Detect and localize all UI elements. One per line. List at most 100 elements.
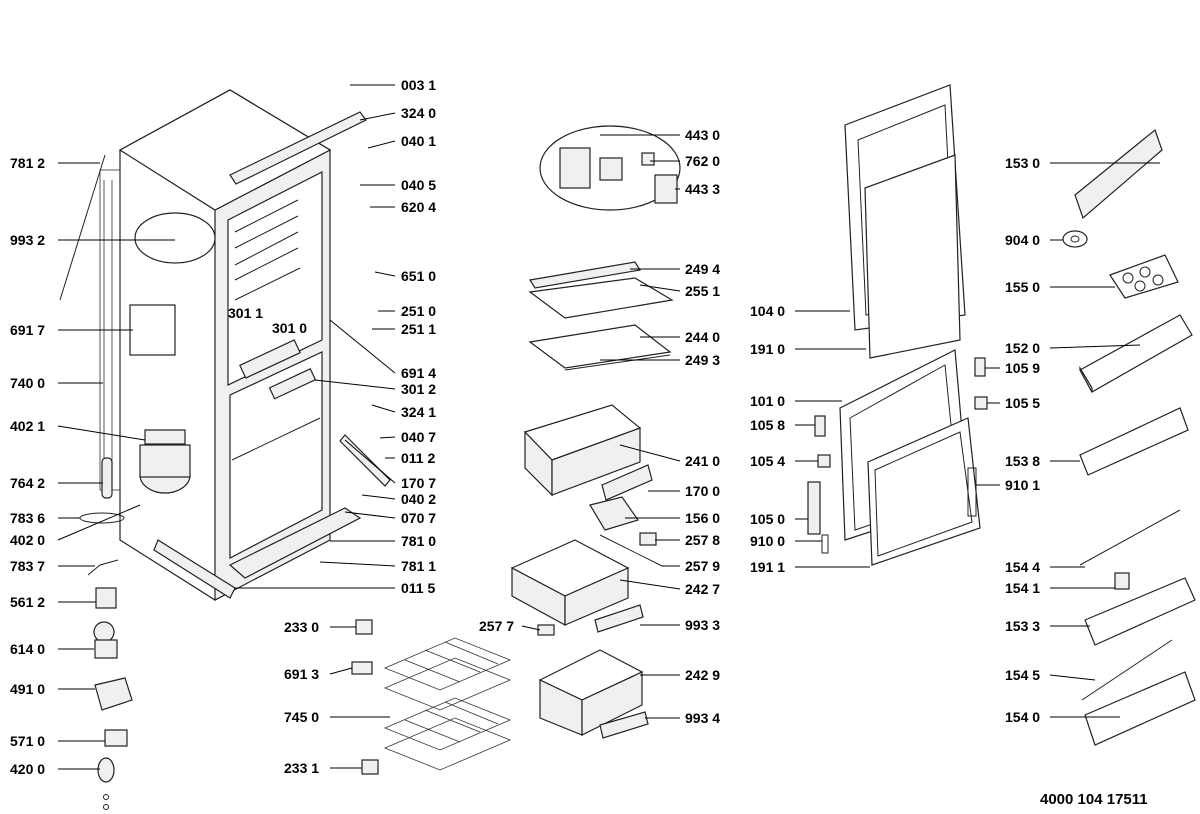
callout-label: 154 1 <box>1005 580 1040 596</box>
callout-label: 443 3 <box>685 181 720 197</box>
callout-label: 251 1 <box>401 321 436 337</box>
callout-label: 040 2 <box>401 491 436 507</box>
callout-label: 324 1 <box>401 404 436 420</box>
callout-label: 764 2 <box>10 475 45 491</box>
leader-line <box>379 436 396 439</box>
callout-label: 402 0 <box>10 532 45 548</box>
callout-label: 745 0 <box>284 709 319 725</box>
leader-line <box>367 140 396 149</box>
callout-label: 249 3 <box>685 352 720 368</box>
callout-label: 324 0 <box>401 105 436 121</box>
callout-label: 153 0 <box>1005 155 1040 171</box>
leader-line <box>319 561 396 567</box>
leader-line <box>344 511 396 519</box>
doors-drawing <box>807 84 988 566</box>
callout-label: 571 0 <box>10 733 45 749</box>
callout-label: 101 0 <box>750 393 785 409</box>
callout-label: 561 2 <box>10 594 45 610</box>
callout-label: 257 9 <box>685 558 720 574</box>
callout-label: 242 7 <box>685 581 720 597</box>
callout-label: 170 0 <box>685 483 720 499</box>
callout-label: 153 8 <box>1005 453 1040 469</box>
callout-label: 301 2 <box>401 381 436 397</box>
callout-label: 781 1 <box>401 558 436 574</box>
center-parts <box>351 125 681 775</box>
callout-label: 255 1 <box>685 283 720 299</box>
callout-label: 301 0 <box>272 320 307 336</box>
callout-label: 783 7 <box>10 558 45 574</box>
callout-label: 155 0 <box>1005 279 1040 295</box>
callout-label: 251 0 <box>401 303 436 319</box>
cabinet-drawing <box>59 89 391 601</box>
callout-label: 691 4 <box>401 365 436 381</box>
callout-label: 104 0 <box>750 303 785 319</box>
callout-label: 153 3 <box>1005 618 1040 634</box>
callout-label: 156 0 <box>685 510 720 526</box>
leader-line <box>57 504 141 541</box>
callout-label: 105 9 <box>1005 360 1040 376</box>
callout-label: 233 0 <box>284 619 319 635</box>
leader-line <box>371 404 396 413</box>
callout-label: 993 4 <box>685 710 720 726</box>
leader-line <box>639 284 681 292</box>
leader-line <box>374 271 396 277</box>
callout-label: 154 4 <box>1005 559 1040 575</box>
callout-label: 762 0 <box>685 153 720 169</box>
callout-label: 170 7 <box>401 475 436 491</box>
callout-label: 910 0 <box>750 533 785 549</box>
callout-label: 691 3 <box>284 666 319 682</box>
callout-label: 491 0 <box>10 681 45 697</box>
callout-label: 257 7 <box>479 618 514 634</box>
leader-line <box>329 667 353 675</box>
callout-labels: 781 2 993 2 691 7 740 0 402 1 764 2 783 … <box>10 77 1148 808</box>
callout-label: 105 5 <box>1005 395 1040 411</box>
leader-lines <box>57 84 1160 770</box>
leader-line <box>619 579 681 590</box>
leader-line <box>57 425 146 441</box>
callout-label: 402 1 <box>10 418 45 434</box>
callout-label: 152 0 <box>1005 340 1040 356</box>
callout-label: 105 0 <box>750 511 785 527</box>
callout-label: 910 1 <box>1005 477 1040 493</box>
leader-line <box>521 625 541 631</box>
callout-label: 904 0 <box>1005 232 1040 248</box>
callout-label: 443 0 <box>685 127 720 143</box>
callout-label: 040 1 <box>401 133 436 149</box>
callout-label: 244 0 <box>685 329 720 345</box>
callout-label: 040 7 <box>401 429 436 445</box>
callout-label: 070 7 <box>401 510 436 526</box>
callout-label: 040 5 <box>401 177 436 193</box>
callout-label: 154 0 <box>1005 709 1040 725</box>
callout-label: 154 5 <box>1005 667 1040 683</box>
leader-line <box>361 494 396 500</box>
leader-line <box>314 379 396 390</box>
callout-label: 003 1 <box>401 77 436 93</box>
callout-label: 781 2 <box>10 155 45 171</box>
callout-label: 105 4 <box>750 453 785 469</box>
callout-label: 781 0 <box>401 533 436 549</box>
callout-label: 740 0 <box>10 375 45 391</box>
callout-label: 249 4 <box>685 261 720 277</box>
callout-label: 191 0 <box>750 341 785 357</box>
callout-label: 993 3 <box>685 617 720 633</box>
callout-label: 651 0 <box>401 268 436 284</box>
leader-line <box>1049 344 1141 349</box>
left-small-parts <box>79 304 176 810</box>
callout-label: 011 5 <box>401 580 435 596</box>
drawing-number: 4000 104 17511 <box>1040 791 1148 808</box>
callout-label: 301 1 <box>228 305 263 321</box>
leader-line <box>329 319 396 374</box>
leader-line <box>1049 674 1096 681</box>
callout-label: 783 6 <box>10 510 45 526</box>
callout-label: 691 7 <box>10 322 45 338</box>
callout-label: 011 2 <box>401 450 435 466</box>
right-parts <box>1062 128 1196 746</box>
leader-line <box>344 439 396 484</box>
callout-label: 420 0 <box>10 761 45 777</box>
callout-label: 105 8 <box>750 417 785 433</box>
leader-line <box>359 112 396 121</box>
callout-label: 241 0 <box>685 453 720 469</box>
callout-label: 191 1 <box>750 559 785 575</box>
callout-label: 614 0 <box>10 641 45 657</box>
